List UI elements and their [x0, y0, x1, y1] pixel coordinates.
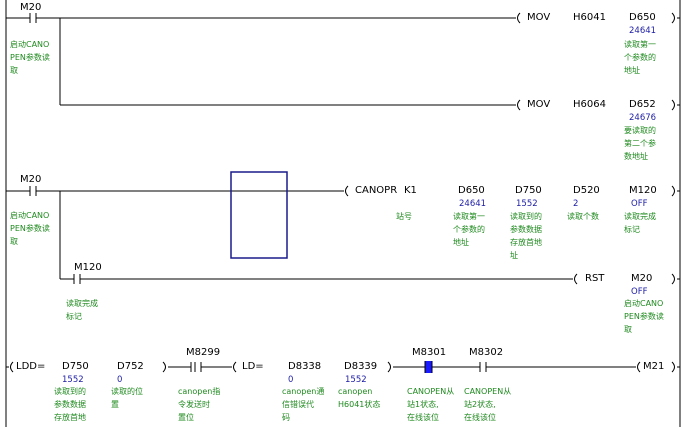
- ld-p2-value: 1552: [345, 375, 367, 385]
- ld-p1-value: 0: [288, 375, 294, 385]
- canopr-p2-value: 1552: [516, 199, 538, 209]
- contact-m8302-comment: CANOPEN从 站2状态, 在线该位: [464, 387, 512, 422]
- rung2-contact-m20[interactable]: M20: [20, 174, 42, 185]
- rung-1-wires: [6, 12, 680, 111]
- rung-3-wires: [6, 361, 680, 373]
- mov2-dst-value: 24676: [629, 113, 657, 123]
- coil-m21[interactable]: M21: [643, 361, 665, 372]
- rung1-contact-m20[interactable]: M20: [20, 2, 42, 13]
- canopr-k-comment: 站号: [396, 212, 412, 221]
- rst-op[interactable]: RST: [585, 273, 605, 284]
- rung1-contact-comment: 启动CANO PEN参数读 取: [10, 40, 50, 75]
- canopr-p1-comment: 读取第一 个参数的 地址: [453, 212, 485, 247]
- canopr-p3-comment: 读取个数: [567, 212, 599, 221]
- mov2-dst-comment: 要读取的 第二个参 数地址: [624, 126, 656, 161]
- contact-m8301[interactable]: M8301: [412, 347, 447, 358]
- canopr-p2[interactable]: D750: [515, 185, 542, 196]
- canopr-p1[interactable]: D650: [458, 185, 485, 196]
- mov1-op[interactable]: MOV: [527, 12, 551, 23]
- mov1-dst-comment: 读取第一 个参数的 地址: [624, 40, 656, 75]
- ld-p2-comment: canopen H6041状态: [338, 387, 381, 409]
- branch-contact-comment: 读取完成 标记: [66, 299, 98, 321]
- ldd-p1[interactable]: D750: [62, 361, 89, 372]
- ldd-p2[interactable]: D752: [117, 361, 144, 372]
- ldd-p2-comment: 读取的位 置: [111, 387, 143, 409]
- ld-p1-comment: canopen通 信错误代 码: [282, 387, 325, 422]
- mov2-dst[interactable]: D652: [629, 99, 656, 110]
- mov1-src[interactable]: H6041: [573, 12, 606, 23]
- ld-p2[interactable]: D8339: [344, 361, 378, 372]
- branch-contact-m120[interactable]: M120: [74, 262, 102, 273]
- rung-2-wires: [6, 185, 680, 285]
- mov1-dst[interactable]: D650: [629, 12, 656, 23]
- canopr-p3-value: 2: [573, 199, 579, 209]
- rung2-contact-comment: 启动CANO PEN参数读 取: [10, 211, 50, 246]
- canopr-p4[interactable]: M120: [629, 185, 657, 196]
- mov2-src[interactable]: H6064: [573, 99, 606, 110]
- mov1-dst-value: 24641: [629, 26, 657, 36]
- m8301-highlight: [425, 361, 432, 373]
- rst-value: OFF: [631, 287, 648, 297]
- contact-m8301-comment: CANOPEN从 站1状态, 在线该位: [407, 387, 455, 422]
- ldd-p1-comment: 读取到的 参数数据 存放首地: [54, 387, 86, 422]
- contact-m8299[interactable]: M8299: [186, 347, 221, 358]
- ld-p1[interactable]: D8338: [288, 361, 322, 372]
- canopr-k[interactable]: K1: [404, 185, 417, 196]
- cursor-box: [230, 171, 288, 259]
- ldd-p2-value: 0: [117, 375, 123, 385]
- contact-m8299-comment: canopen指 令发送时 置位: [178, 387, 221, 422]
- contact-m8302[interactable]: M8302: [469, 347, 504, 358]
- mov2-op[interactable]: MOV: [527, 99, 551, 110]
- rst-device[interactable]: M20: [631, 273, 653, 284]
- canopr-p4-value: OFF: [631, 199, 648, 209]
- rst-comment: 启动CANO PEN参数读 取: [624, 299, 664, 334]
- canopr-op[interactable]: CANOPR: [355, 185, 398, 196]
- ldd-op[interactable]: LDD=: [16, 361, 46, 372]
- ldd-p1-value: 1552: [62, 375, 84, 385]
- canopr-p1-value: 24641: [459, 199, 487, 209]
- canopr-p4-comment: 读取完成 标记: [624, 212, 656, 234]
- canopr-p3[interactable]: D520: [573, 185, 600, 196]
- ld-op[interactable]: LD=: [242, 361, 264, 372]
- canopr-p2-comment: 读取到的 参数数据 存放首地 址: [510, 212, 542, 260]
